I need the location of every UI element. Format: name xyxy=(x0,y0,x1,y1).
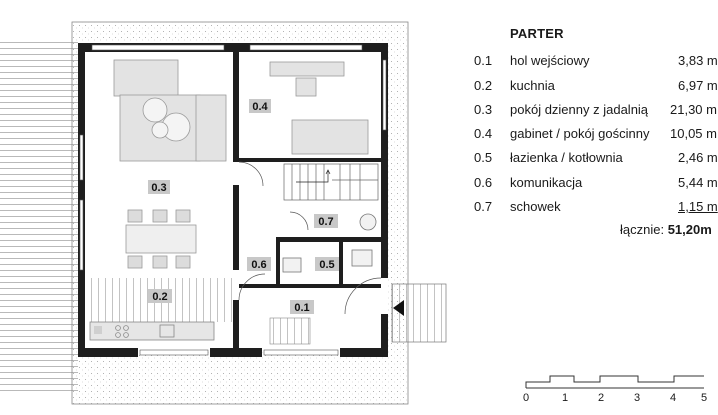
bathroom-fixtures xyxy=(282,213,377,273)
scale-label: 0 xyxy=(523,392,530,404)
room-tag-07: 0.7 xyxy=(314,214,338,228)
terrace-decking xyxy=(0,42,78,392)
room-number: 0.2 xyxy=(474,78,493,93)
room-number: 0.1 xyxy=(474,53,493,68)
windows xyxy=(79,44,387,356)
room-area: 3,83 m xyxy=(678,53,718,68)
legend-row: 0.7 schowek 1,15 m xyxy=(470,199,718,215)
legend-row: 0.3 pokój dzienny z jadalnią 21,30 m xyxy=(470,102,717,118)
room-name: komunikacja xyxy=(510,175,583,190)
room-number: 0.6 xyxy=(474,175,493,190)
staircase xyxy=(283,163,379,201)
scale-label: 3 xyxy=(634,392,641,404)
legend-row: 0.2 kuchnia 6,97 m xyxy=(470,78,718,94)
legend-row: 0.1 hol wejściowy 3,83 m xyxy=(470,53,718,69)
tag-label: 0.2 xyxy=(152,291,167,303)
room-tag-02: 0.2 xyxy=(148,289,172,303)
room-name: pokój dzienny z jadalnią xyxy=(510,102,649,117)
room-name: schowek xyxy=(510,199,561,214)
kitchen-counter xyxy=(89,321,215,341)
tag-label: 0.1 xyxy=(294,302,309,314)
stool xyxy=(94,326,102,334)
room-name: kuchnia xyxy=(510,78,555,93)
scale-label: 2 xyxy=(598,392,605,404)
tag-label: 0.3 xyxy=(151,182,166,194)
room-area: 21,30 m xyxy=(670,102,717,117)
total-value: 51,20m xyxy=(667,222,712,237)
room-area: 6,97 m xyxy=(678,78,718,93)
entrance-arrow xyxy=(393,300,404,316)
room-area: 1,15 m xyxy=(678,199,718,214)
room-name: łazienka / kotłownia xyxy=(510,150,623,165)
room-tag-06: 0.6 xyxy=(247,257,271,271)
legend-row: 0.6 komunikacja 5,44 m xyxy=(470,175,718,191)
door-swings xyxy=(238,161,382,315)
dining-set xyxy=(125,209,197,269)
room-area: 2,46 m xyxy=(678,150,718,165)
scale-label: 4 xyxy=(670,392,677,404)
total-label: łącznie: xyxy=(620,222,665,237)
room-name: gabinet / pokój gościnny xyxy=(510,126,650,141)
room-tag-01: 0.1 xyxy=(290,300,314,314)
scale-label: 5 xyxy=(701,392,708,404)
room-number: 0.3 xyxy=(474,102,493,117)
legend-row: 0.4 gabinet / pokój gościnny 10,05 m xyxy=(470,126,717,142)
room-tag-03: 0.3 xyxy=(148,180,170,194)
room-number: 0.5 xyxy=(474,150,493,165)
floor-plan: 0.4 0.3 0.7 0.6 0.5 0.2 0.1 xyxy=(0,21,447,405)
total-area: łącznie: 51,20m xyxy=(620,222,712,237)
room-name: hol wejściowy xyxy=(510,53,590,68)
scale-label: 1 xyxy=(562,392,569,404)
room-number: 0.4 xyxy=(474,126,493,141)
room-area: 5,44 m xyxy=(678,175,718,190)
legend-row: 0.5 łazienka / kotłownia 2,46 m xyxy=(470,150,718,166)
room-tag-05: 0.5 xyxy=(315,257,339,271)
scale-bar xyxy=(525,375,704,389)
room-area: 10,05 m xyxy=(670,126,717,141)
floor-title: PARTER xyxy=(510,26,564,41)
interior-walls xyxy=(233,52,381,350)
tag-label: 0.6 xyxy=(251,259,266,271)
tag-label: 0.4 xyxy=(252,101,268,113)
room-number: 0.7 xyxy=(474,199,493,214)
sofa-group xyxy=(113,59,227,162)
wardrobe xyxy=(269,317,311,345)
office-furniture xyxy=(269,61,369,155)
room-tag-04: 0.4 xyxy=(249,99,271,113)
tag-label: 0.7 xyxy=(318,216,333,228)
tag-label: 0.5 xyxy=(319,259,334,271)
